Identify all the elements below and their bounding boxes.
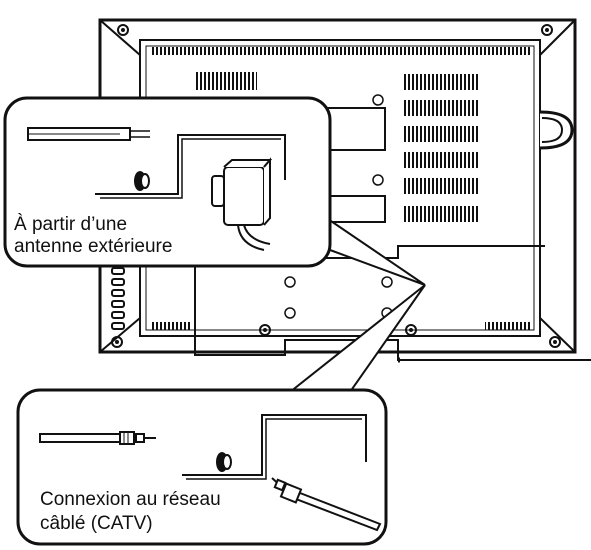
catv-cap-connector-icon <box>216 452 232 472</box>
coax-cable-icon <box>39 431 156 445</box>
antenna-adapter-icon <box>211 157 273 251</box>
side-knob <box>539 110 574 150</box>
vent-grilles <box>150 72 530 330</box>
flat-antenna-cable-icon <box>27 127 150 141</box>
callout-bottom-line1: Connexion au réseau <box>40 489 221 510</box>
corner-screws <box>111 24 561 348</box>
coax-plug-icon <box>271 477 382 532</box>
callout-bottom-box: Connexion au réseau câblé (CATV) <box>16 388 388 546</box>
callout-top-box: À partir d’une antenne extérieure <box>3 96 332 268</box>
cap-connector-icon <box>134 171 150 191</box>
catv-wire-path <box>182 414 367 476</box>
antenna-wire-path <box>95 134 286 195</box>
top-vent-strip <box>150 47 530 55</box>
callout-top-line2: antenne extérieure <box>14 236 172 257</box>
panel-screws <box>259 324 417 336</box>
callout-bottom-line2: câblé (CATV) <box>40 513 153 534</box>
internal-panels <box>194 107 591 363</box>
callout-top-line1: À partir d’une <box>14 214 127 235</box>
side-connectors <box>111 267 125 330</box>
